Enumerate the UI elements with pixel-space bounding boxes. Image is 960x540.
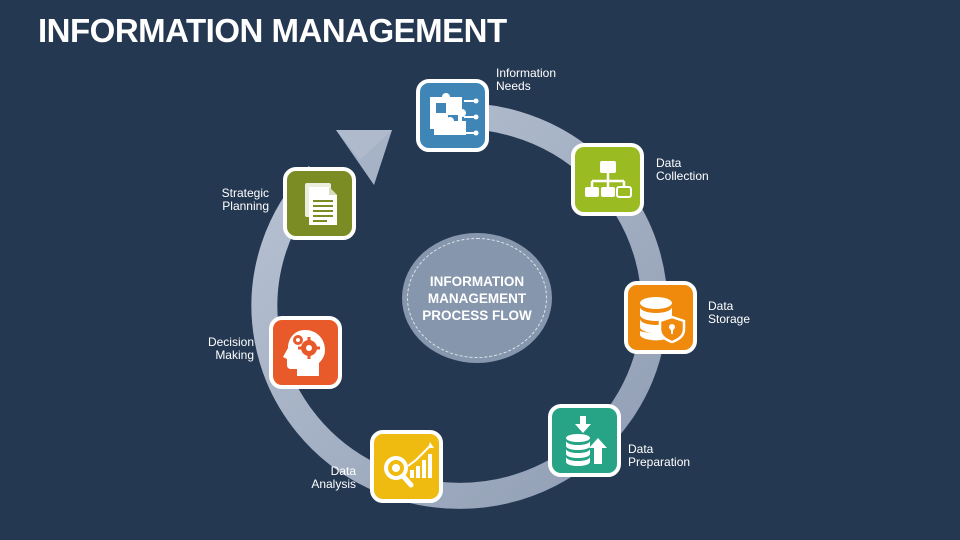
step-label-information-needs: Information Needs bbox=[496, 66, 557, 93]
magnifier-chart-icon bbox=[383, 441, 434, 487]
step-label-data-preparation: Data Preparation bbox=[628, 442, 691, 469]
documents-icon bbox=[304, 182, 337, 225]
step-label-strategic-planning: Strategic Planning bbox=[221, 186, 269, 213]
page-title: INFORMATION MANAGEMENT bbox=[38, 12, 507, 49]
puzzle-flow-icon bbox=[429, 92, 478, 135]
step-tile-data-analysis bbox=[370, 430, 443, 503]
step-tile-data-storage bbox=[624, 281, 697, 354]
step-tile-strategic-planning bbox=[283, 167, 356, 240]
step-tile-data-preparation bbox=[548, 404, 621, 477]
database-arrows-icon bbox=[565, 415, 607, 466]
hierarchy-icon bbox=[584, 160, 632, 198]
center-label: INFORMATION MANAGEMENT PROCESS FLOW bbox=[422, 273, 532, 323]
step-label-data-analysis: Data Analysis bbox=[311, 464, 356, 491]
step-label-data-collection: Data Collection bbox=[656, 156, 709, 183]
database-shield-icon bbox=[639, 296, 685, 343]
step-label-data-storage: Data Storage bbox=[708, 299, 751, 326]
step-tile-information-needs bbox=[416, 79, 489, 152]
step-tile-data-collection bbox=[571, 143, 644, 216]
center-circle: INFORMATION MANAGEMENT PROCESS FLOW bbox=[402, 233, 552, 363]
step-tile-decision-making bbox=[269, 316, 342, 389]
step-label-decision-making: Decision Making bbox=[207, 335, 254, 362]
head-gears-icon bbox=[282, 329, 325, 376]
